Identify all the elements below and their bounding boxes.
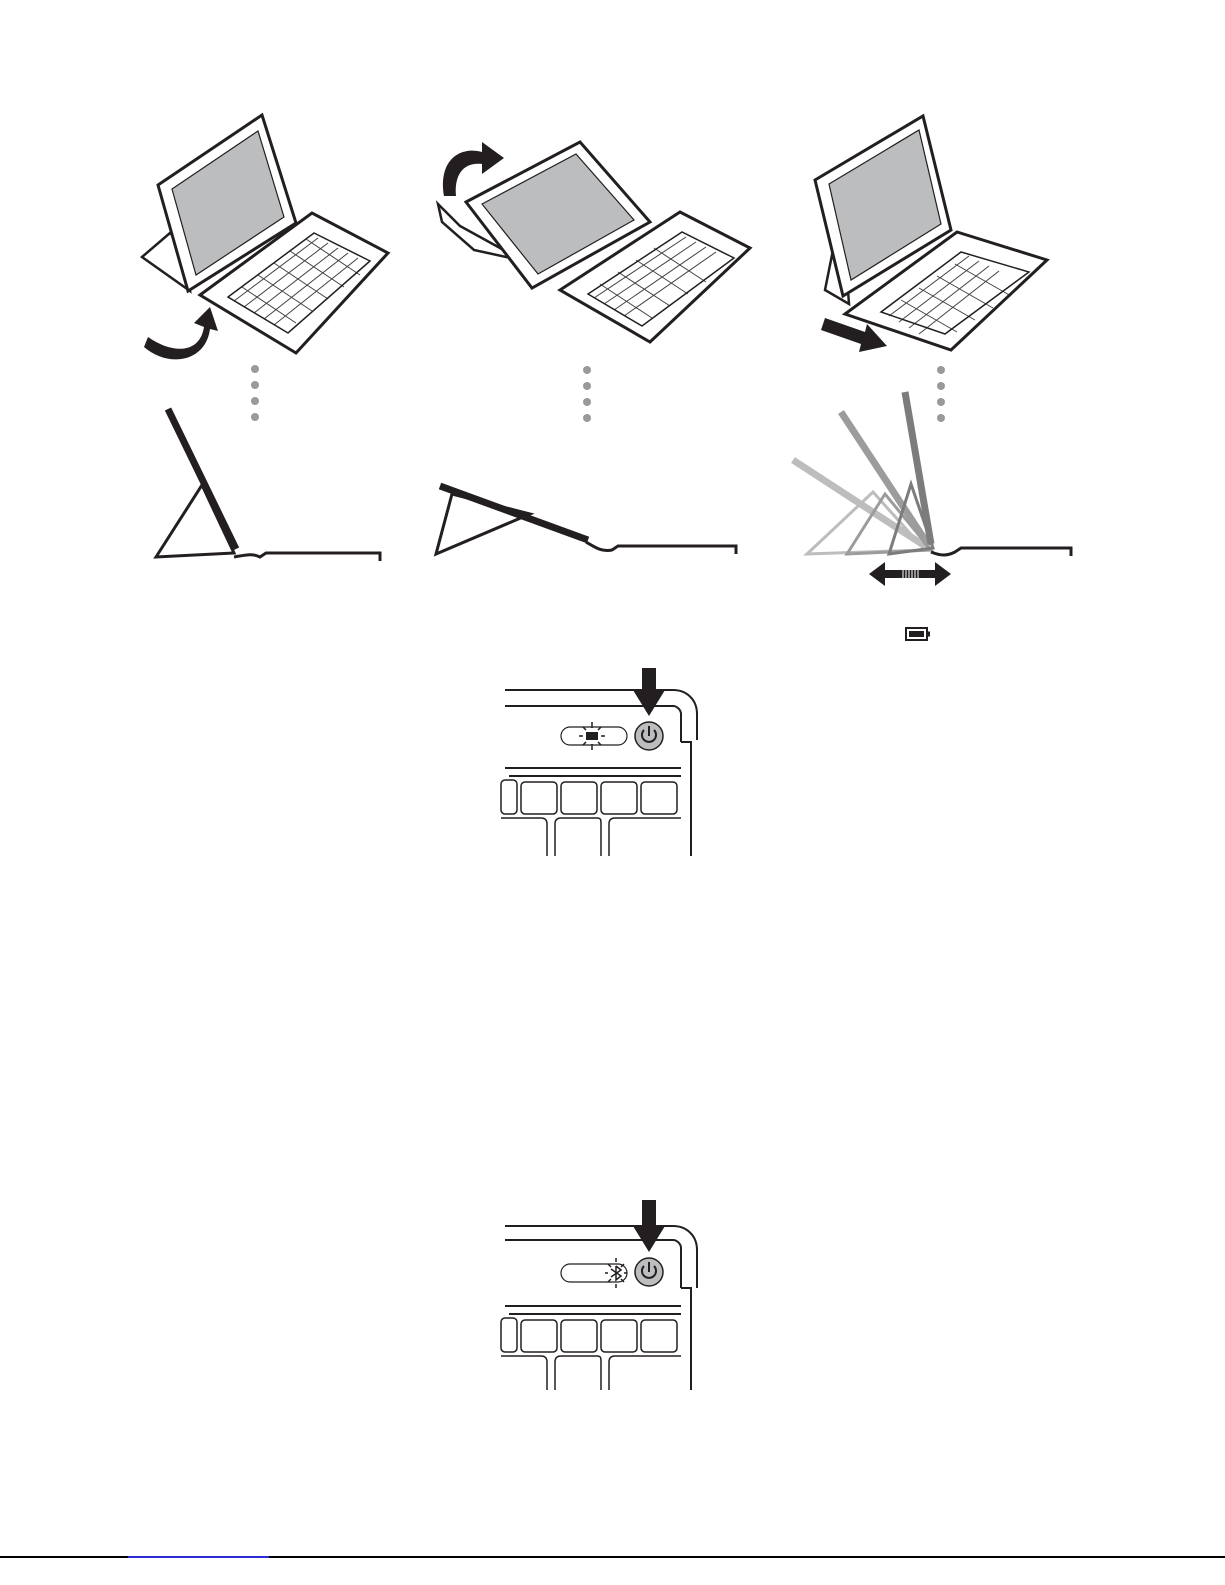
power-button-detail-charge (505, 668, 705, 856)
keyboard-keys (501, 1318, 681, 1390)
power-button-icon (635, 722, 663, 750)
figure-viewing-mode (430, 130, 750, 570)
battery-icon (905, 627, 931, 641)
figure-typing-mode (130, 105, 400, 580)
curved-arrow-icon (144, 307, 218, 359)
side-profile-diagram (436, 486, 736, 554)
power-button-icon (635, 1258, 663, 1286)
keyboard-keys (501, 780, 681, 856)
down-arrow-icon (633, 1200, 665, 1252)
connector-dots (251, 365, 259, 421)
double-arrow-icon (869, 562, 951, 586)
connector-dots (937, 366, 945, 422)
connector-dots (583, 366, 591, 422)
power-button-detail-bluetooth (505, 1200, 705, 1390)
down-arrow-icon (633, 668, 665, 716)
footer-link-underline[interactable] (128, 1556, 269, 1558)
battery-led-icon (579, 722, 605, 750)
multi-angle-diagram (793, 392, 1071, 556)
figure-adjust-angle (785, 100, 1085, 595)
side-profile-diagram (156, 409, 380, 561)
